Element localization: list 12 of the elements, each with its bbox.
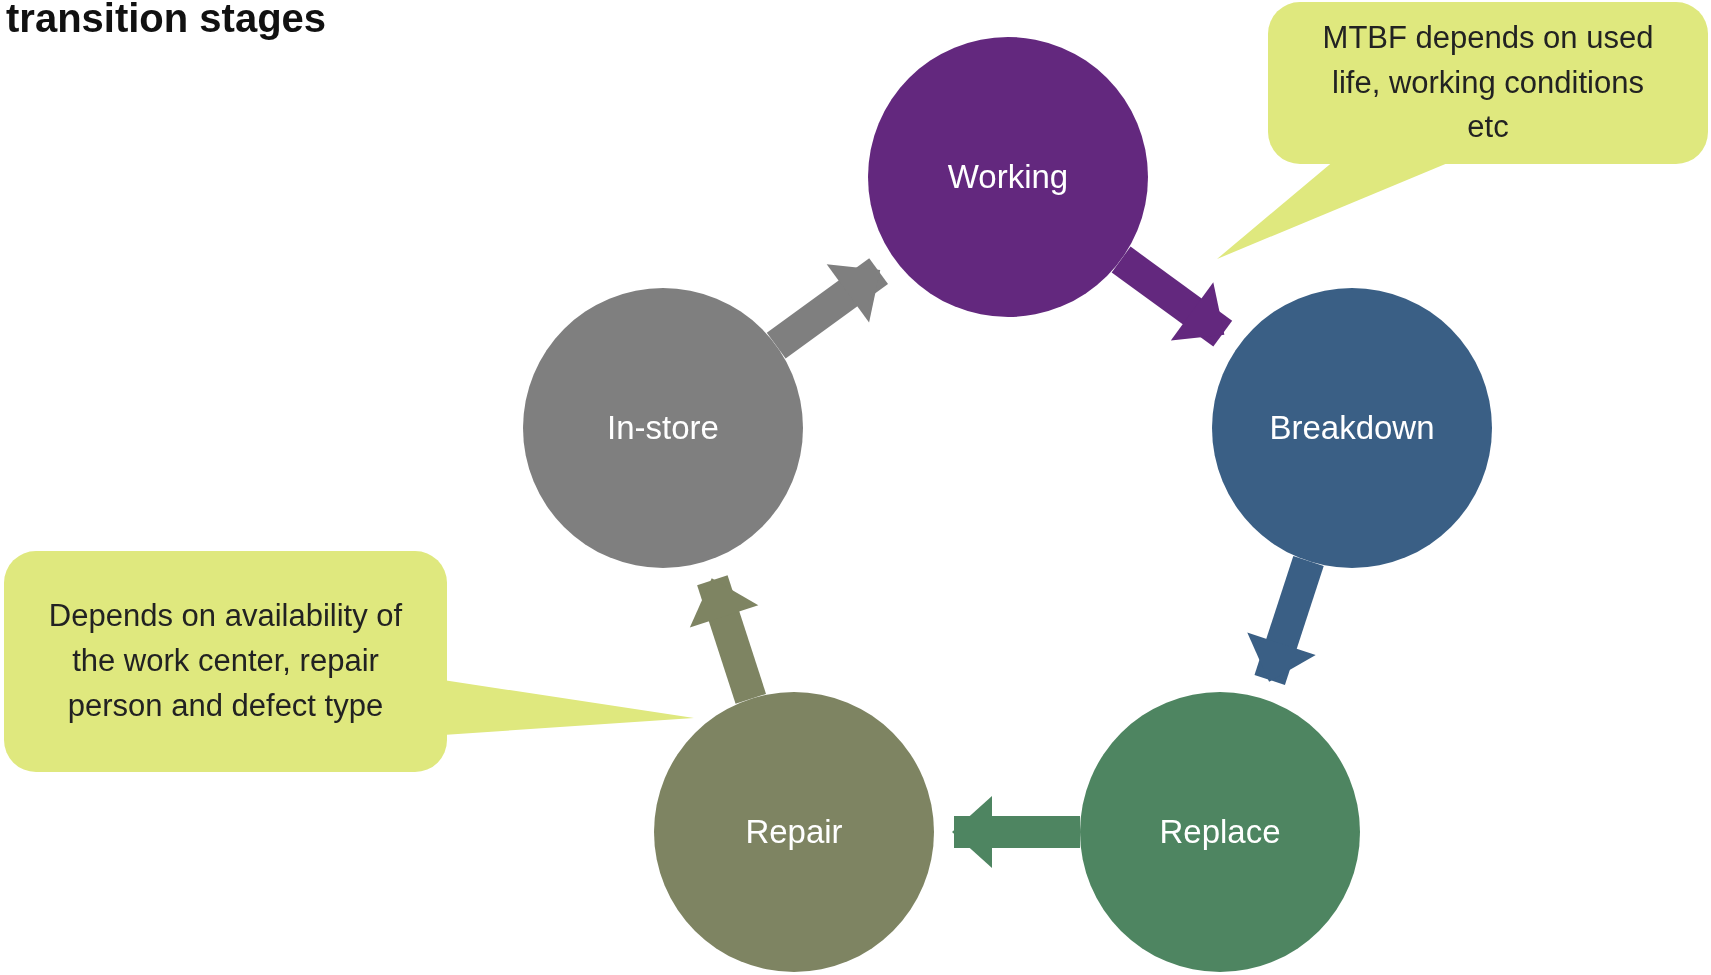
stage-label: Replace [1159, 813, 1281, 851]
stage-label: Working [947, 158, 1069, 196]
block-arrow [1111, 246, 1233, 347]
block-arrow [952, 796, 1080, 868]
block-arrow [1247, 556, 1324, 685]
callout-text: MTBF depends on used life, working conditions etc [1321, 18, 1655, 147]
stage-label: In-store [607, 409, 719, 447]
stage-label: Breakdown [1269, 409, 1435, 447]
callout-text: Depends on availability of the work center, repair person and defect type [47, 597, 404, 725]
block-arrow [689, 575, 767, 704]
title: transition stages [6, 0, 327, 41]
stage-label: Repair [745, 813, 843, 851]
